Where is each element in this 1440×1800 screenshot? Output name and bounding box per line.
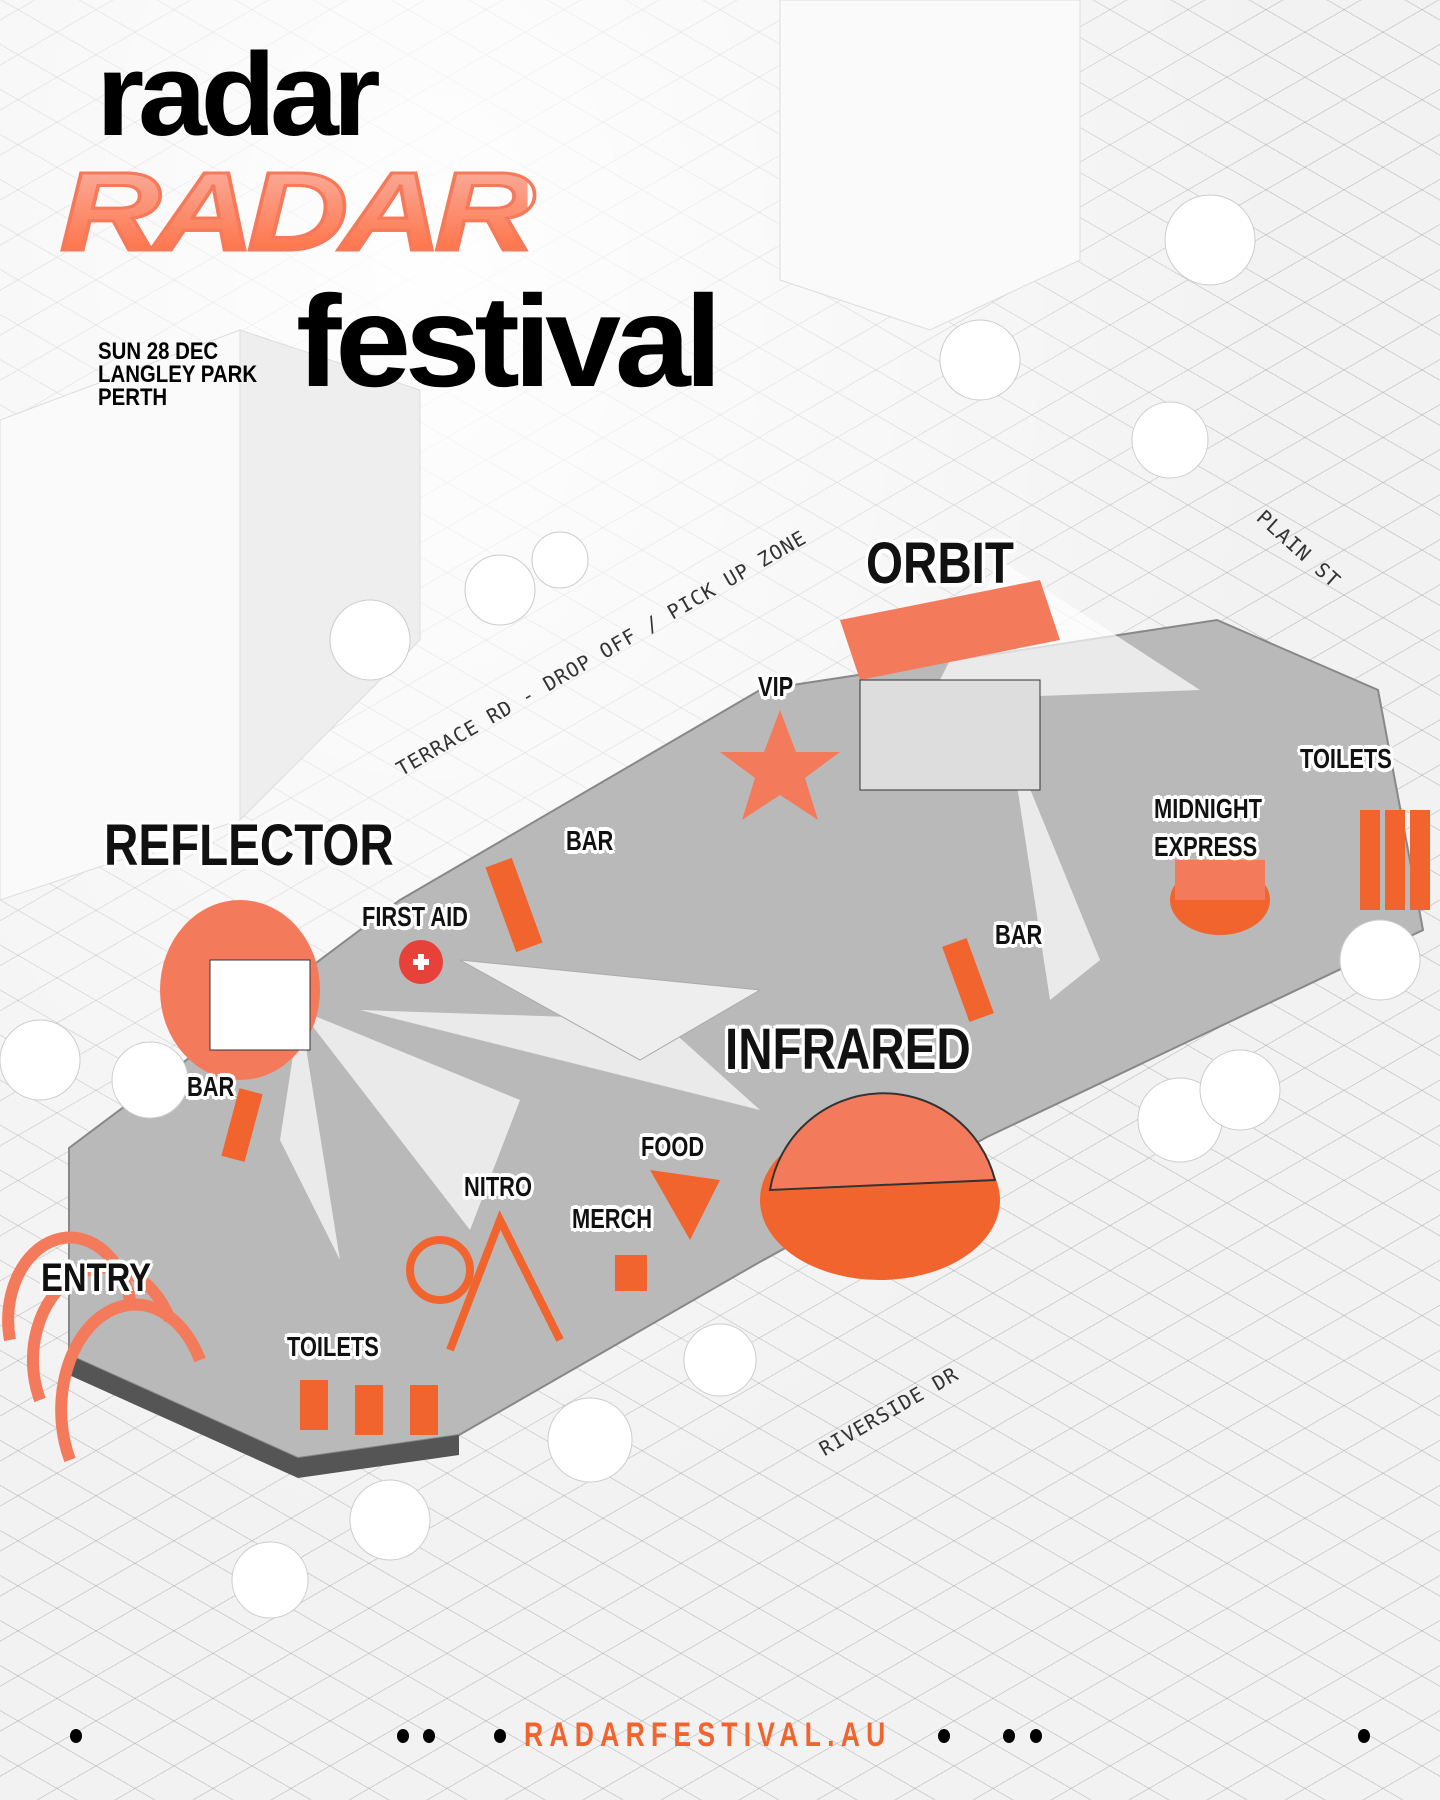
venue-reflector [160, 900, 320, 1080]
bar-tent [459, 959, 762, 1061]
website-link[interactable]: RADARFESTIVAL.AU [524, 1716, 892, 1754]
label-bar-left[interactable]: BAR [187, 1071, 235, 1102]
label-food[interactable]: FOOD [641, 1131, 705, 1162]
event-venue: LANGLEY PARK [98, 361, 258, 388]
toilet-blocks-right [1360, 810, 1430, 910]
park-edge [69, 1355, 459, 1478]
nitro-ride [406, 1210, 564, 1352]
label-midnight: MIDNIGHT [1154, 793, 1262, 824]
trees [0, 194, 1421, 1619]
food-pizza-icon [650, 1170, 720, 1240]
label-express: EXPRESS [1154, 831, 1258, 862]
label-midnight-express[interactable]: MIDNIGHT EXPRESS [1154, 790, 1262, 866]
label-nitro[interactable]: NITRO [464, 1171, 532, 1202]
venue-midnight-express [1170, 860, 1270, 935]
label-reflector[interactable]: REFLECTOR [104, 813, 394, 878]
label-entry[interactable]: ENTRY [41, 1256, 151, 1300]
buildings [0, 0, 1081, 901]
label-toilets-right[interactable]: TOILETS [1300, 743, 1392, 774]
logo-radar-text: radar [96, 29, 381, 161]
label-toilets-left[interactable]: TOILETS [287, 1331, 379, 1362]
dot-decoration [494, 1729, 506, 1743]
dot-decoration [70, 1729, 82, 1743]
bar-bottles [221, 857, 994, 1162]
event-info: SUN 28 DEC LANGLEY PARK PERTH [98, 338, 258, 411]
label-infrared[interactable]: INFRARED [725, 1017, 971, 1082]
dot-decoration [1030, 1729, 1042, 1743]
label-vip[interactable]: VIP [758, 671, 794, 702]
vip-star-icon [720, 710, 840, 820]
merch-shirt-icon [615, 1255, 647, 1291]
building-top [779, 0, 1081, 331]
event-city: PERTH [98, 384, 168, 411]
building-left-side [239, 329, 421, 822]
footer: RADARFESTIVAL.AU [0, 1716, 1440, 1756]
label-orbit[interactable]: ORBIT [866, 531, 1014, 596]
logo-festival-text: festival [296, 268, 722, 414]
label-bar-right[interactable]: BAR [995, 919, 1043, 950]
label-merch[interactable]: MERCH [572, 1203, 653, 1234]
label-bar-top[interactable]: BAR [566, 825, 614, 856]
dot-decoration [423, 1729, 435, 1743]
event-date: SUN 28 DEC [98, 338, 219, 365]
dot-decoration [1003, 1729, 1015, 1743]
first-aid-cross [413, 954, 429, 970]
dot-decoration [938, 1729, 950, 1743]
venue-infrared [760, 1092, 1000, 1280]
logo-radar-bubble: RADAR [58, 149, 537, 274]
dot-decoration [397, 1729, 409, 1743]
venue-orbit [840, 580, 1060, 791]
label-first-aid[interactable]: FIRST AID [362, 901, 468, 932]
entry-arches [2, 1231, 206, 1463]
toilet-blocks-left [300, 1380, 438, 1435]
dot-decoration [1358, 1729, 1370, 1743]
